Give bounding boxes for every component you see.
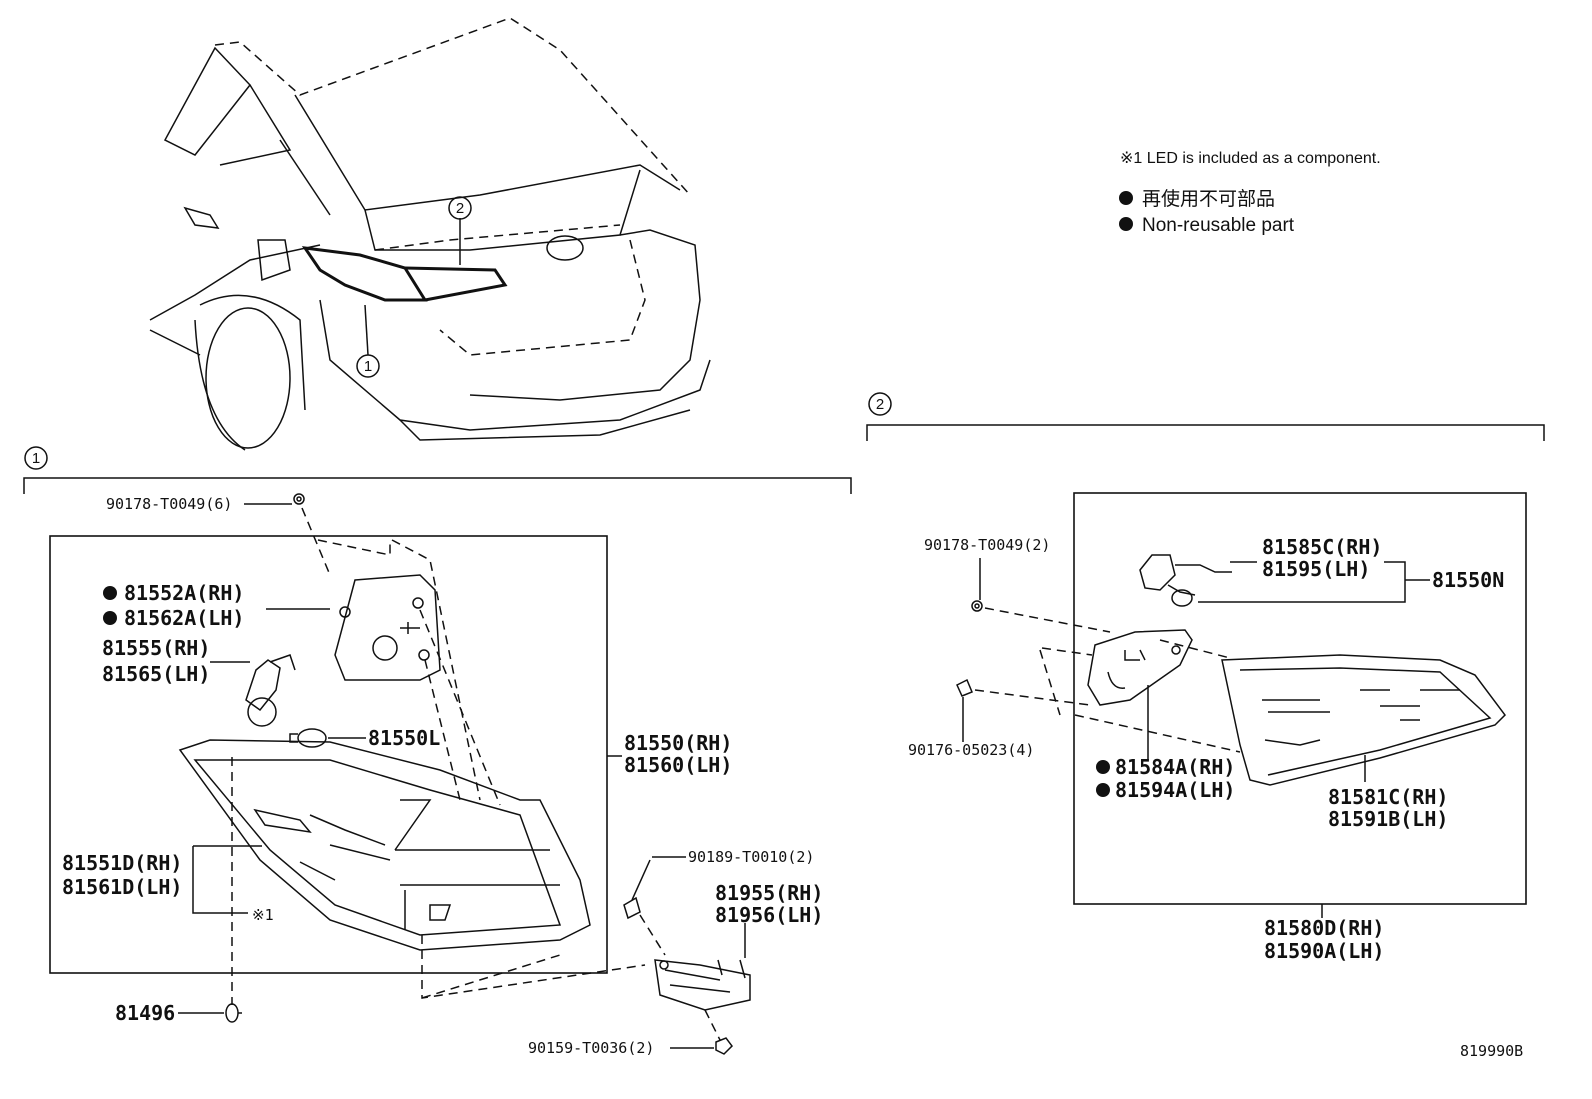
screw-icon xyxy=(956,678,973,697)
screw-icon xyxy=(293,493,305,505)
label-81550-rh: 81550(RH) xyxy=(624,731,732,755)
label-81550n: 81550N xyxy=(1432,568,1504,592)
label-81594a-lh: 81594A(LH) xyxy=(1115,778,1235,802)
label-90176-05023-4: 90176-05023(4) xyxy=(908,741,1034,759)
label-90178-t0049-2: 90178-T0049(2) xyxy=(924,536,1050,554)
label-81552a-rh: 81552A(RH) xyxy=(124,581,244,605)
led-note: ※1 LED is included as a component. xyxy=(1120,150,1381,167)
non-reusable-bullet-icon xyxy=(1096,783,1110,797)
label-81581c-rh: 81581C(RH) xyxy=(1328,785,1448,809)
section-1-assembly-box xyxy=(49,535,608,974)
section-2-assembly-box xyxy=(1073,492,1527,905)
diagram-id: 819990B xyxy=(1460,1042,1523,1060)
non-reusable-bullet-icon xyxy=(103,586,117,600)
clip-icon xyxy=(225,1003,242,1023)
gasket-plate xyxy=(334,574,441,681)
legend-en: Non-reusable part xyxy=(1142,215,1295,236)
label-81584a-rh: 81584A(RH) xyxy=(1115,755,1235,779)
car-illustration: 2 1 xyxy=(149,17,711,451)
socket-wire xyxy=(245,654,296,727)
socket-wire xyxy=(1139,554,1232,607)
section-2-callout-text: 2 xyxy=(876,396,884,413)
label-81955-rh: 81955(RH) xyxy=(715,881,823,905)
car-callout-2-text: 2 xyxy=(456,200,464,217)
car-callout-1-text: 1 xyxy=(364,358,372,375)
section-1: 1 90178-T0049(6) 81552A(RH) 81562A( xyxy=(23,446,852,1057)
label-81562a-lh: 81562A(LH) xyxy=(124,606,244,630)
label-81590a-lh: 81590A(LH) xyxy=(1264,939,1384,963)
rear-combination-lamp xyxy=(178,739,591,951)
label-81580d-rh: 81580D(RH) xyxy=(1264,916,1384,940)
label-81565-lh: 81565(LH) xyxy=(102,662,210,686)
label-81595-lh: 81595(LH) xyxy=(1262,557,1370,581)
screw-icon xyxy=(971,600,983,612)
label-81591b-lh: 81591B(LH) xyxy=(1328,807,1448,831)
lamp-bracket xyxy=(654,959,751,1011)
inner-lamp xyxy=(1221,654,1506,786)
legend-jp: 再使用不可部品 xyxy=(1142,188,1275,210)
section-2: 2 90178-T0049(2) 81585C(RH) 81595(LH) 81… xyxy=(866,392,1545,963)
non-reusable-bullet-icon xyxy=(1119,191,1133,205)
legend: ※1 LED is included as a component. 再使用不可… xyxy=(1119,150,1381,236)
car-callout-2 xyxy=(448,196,472,220)
bulb-icon xyxy=(289,728,327,748)
label-81551d-rh: 81551D(RH) xyxy=(62,851,182,875)
label-81496: 81496 xyxy=(115,1001,175,1025)
label-81560-lh: 81560(LH) xyxy=(624,753,732,777)
label-81585c-rh: 81585C(RH) xyxy=(1262,535,1382,559)
section-1-callout-text: 1 xyxy=(32,450,40,467)
label-90189-t0010-2: 90189-T0010(2) xyxy=(688,848,814,866)
non-reusable-bullet-icon xyxy=(103,611,117,625)
nut-icon xyxy=(715,1037,733,1055)
non-reusable-bullet-icon xyxy=(1119,217,1133,231)
label-81555-rh: 81555(RH) xyxy=(102,636,210,660)
section-1-callout xyxy=(24,446,48,470)
car-callout-1 xyxy=(356,354,380,378)
section-2-callout xyxy=(868,392,892,416)
label-81550l: 81550L xyxy=(368,726,440,750)
label-81956-lh: 81956(LH) xyxy=(715,903,823,927)
label-81561d-lh: 81561D(LH) xyxy=(62,875,182,899)
screw-icon xyxy=(623,859,651,920)
non-reusable-bullet-icon xyxy=(1096,760,1110,774)
label-90178-t0049-6: 90178-T0049(6) xyxy=(106,495,232,513)
gasket-plate xyxy=(1087,629,1193,706)
label-note1: ※1 xyxy=(252,906,274,924)
label-90159-t0036-2: 90159-T0036(2) xyxy=(528,1039,654,1057)
